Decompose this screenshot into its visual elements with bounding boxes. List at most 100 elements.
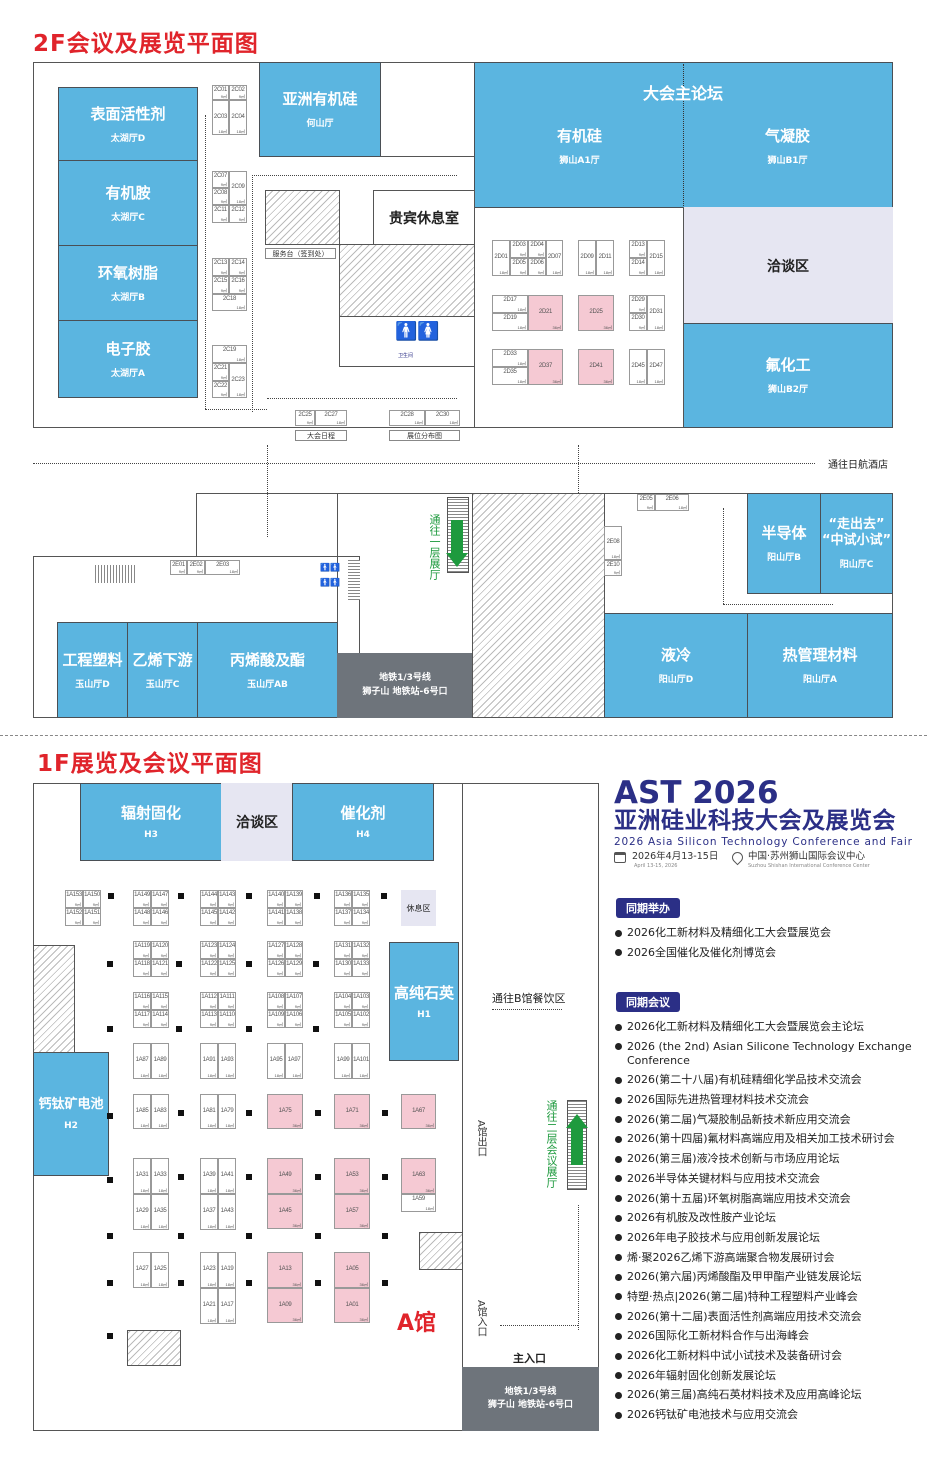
room-ethylene-downstream[interactable]: 乙烯下游玉山厅C: [127, 622, 198, 718]
room-surfactant[interactable]: 表面活性剂太湖厅D: [58, 87, 198, 161]
schedule-board[interactable]: 大会日程: [295, 430, 347, 441]
room-aerogel[interactable]: 气凝胶狮山B1厅: [683, 62, 893, 208]
room-silicone[interactable]: 有机硅狮山A1厅: [474, 62, 684, 208]
room-fluorochemical[interactable]: 氟化工狮山B2厅: [683, 323, 893, 428]
room-semiconductor[interactable]: 半导体阳山厅B: [747, 493, 821, 594]
room-engineering-plastics[interactable]: 工程塑料玉山厅D: [57, 622, 128, 718]
room-liquid-cooling[interactable]: 液冷阳山厅D: [604, 613, 748, 718]
room-thermal-materials[interactable]: 热管理材料阳山厅A: [747, 613, 893, 718]
room-pilot-test[interactable]: “走出去” “中试小试”阳山厅C: [820, 493, 893, 594]
